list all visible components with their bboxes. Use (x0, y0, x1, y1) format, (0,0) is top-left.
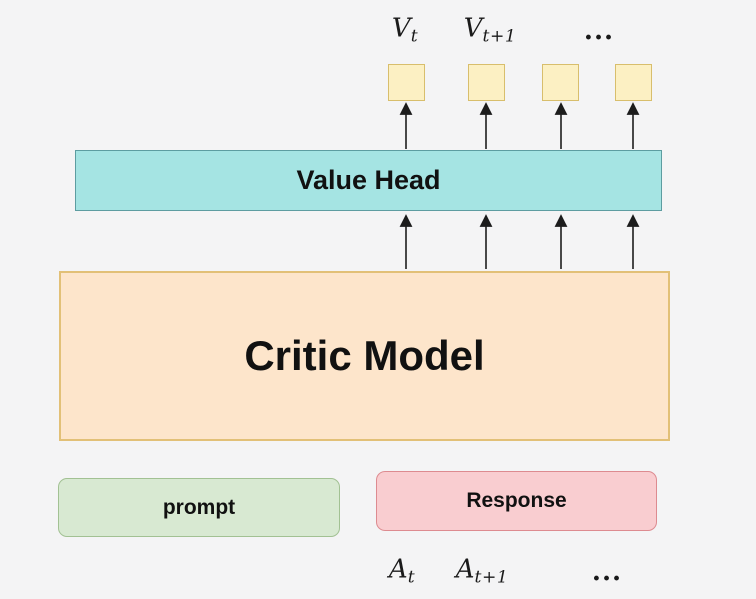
value-token-square (468, 64, 505, 101)
value-label-vt-sub: t (410, 26, 419, 47)
prompt-box: prompt (58, 478, 340, 537)
value-label-vt-base: V (391, 13, 411, 44)
value-token-square (388, 64, 425, 101)
value-label-vt: Vt (392, 13, 418, 46)
action-label-at1-sub: t+1 (474, 567, 509, 588)
value-label-ellipsis: ... (583, 16, 615, 46)
value-token-square (615, 64, 652, 101)
value-token-square (542, 64, 579, 101)
value-label-vt1-sub: t+1 (482, 26, 517, 47)
value-label-vt1-base: V (463, 13, 483, 44)
action-label-at: At (389, 554, 415, 587)
value-label-vt1: Vt+1 (464, 13, 516, 46)
prompt-label: prompt (162, 495, 236, 519)
action-label-at1: At+1 (456, 554, 508, 587)
critic-model-label: Critic Model (244, 332, 485, 379)
action-label-at-base: A (388, 554, 408, 585)
value-head-box: Value Head (75, 150, 662, 211)
value-head-label: Value Head (296, 165, 441, 195)
action-label-ellipsis: ... (591, 557, 623, 587)
critic-model-box: Critic Model (59, 271, 670, 441)
response-box: Response (376, 471, 657, 531)
action-label-at-sub: t (407, 567, 416, 588)
response-label: Response (466, 489, 567, 512)
action-label-at1-base: A (455, 554, 475, 585)
